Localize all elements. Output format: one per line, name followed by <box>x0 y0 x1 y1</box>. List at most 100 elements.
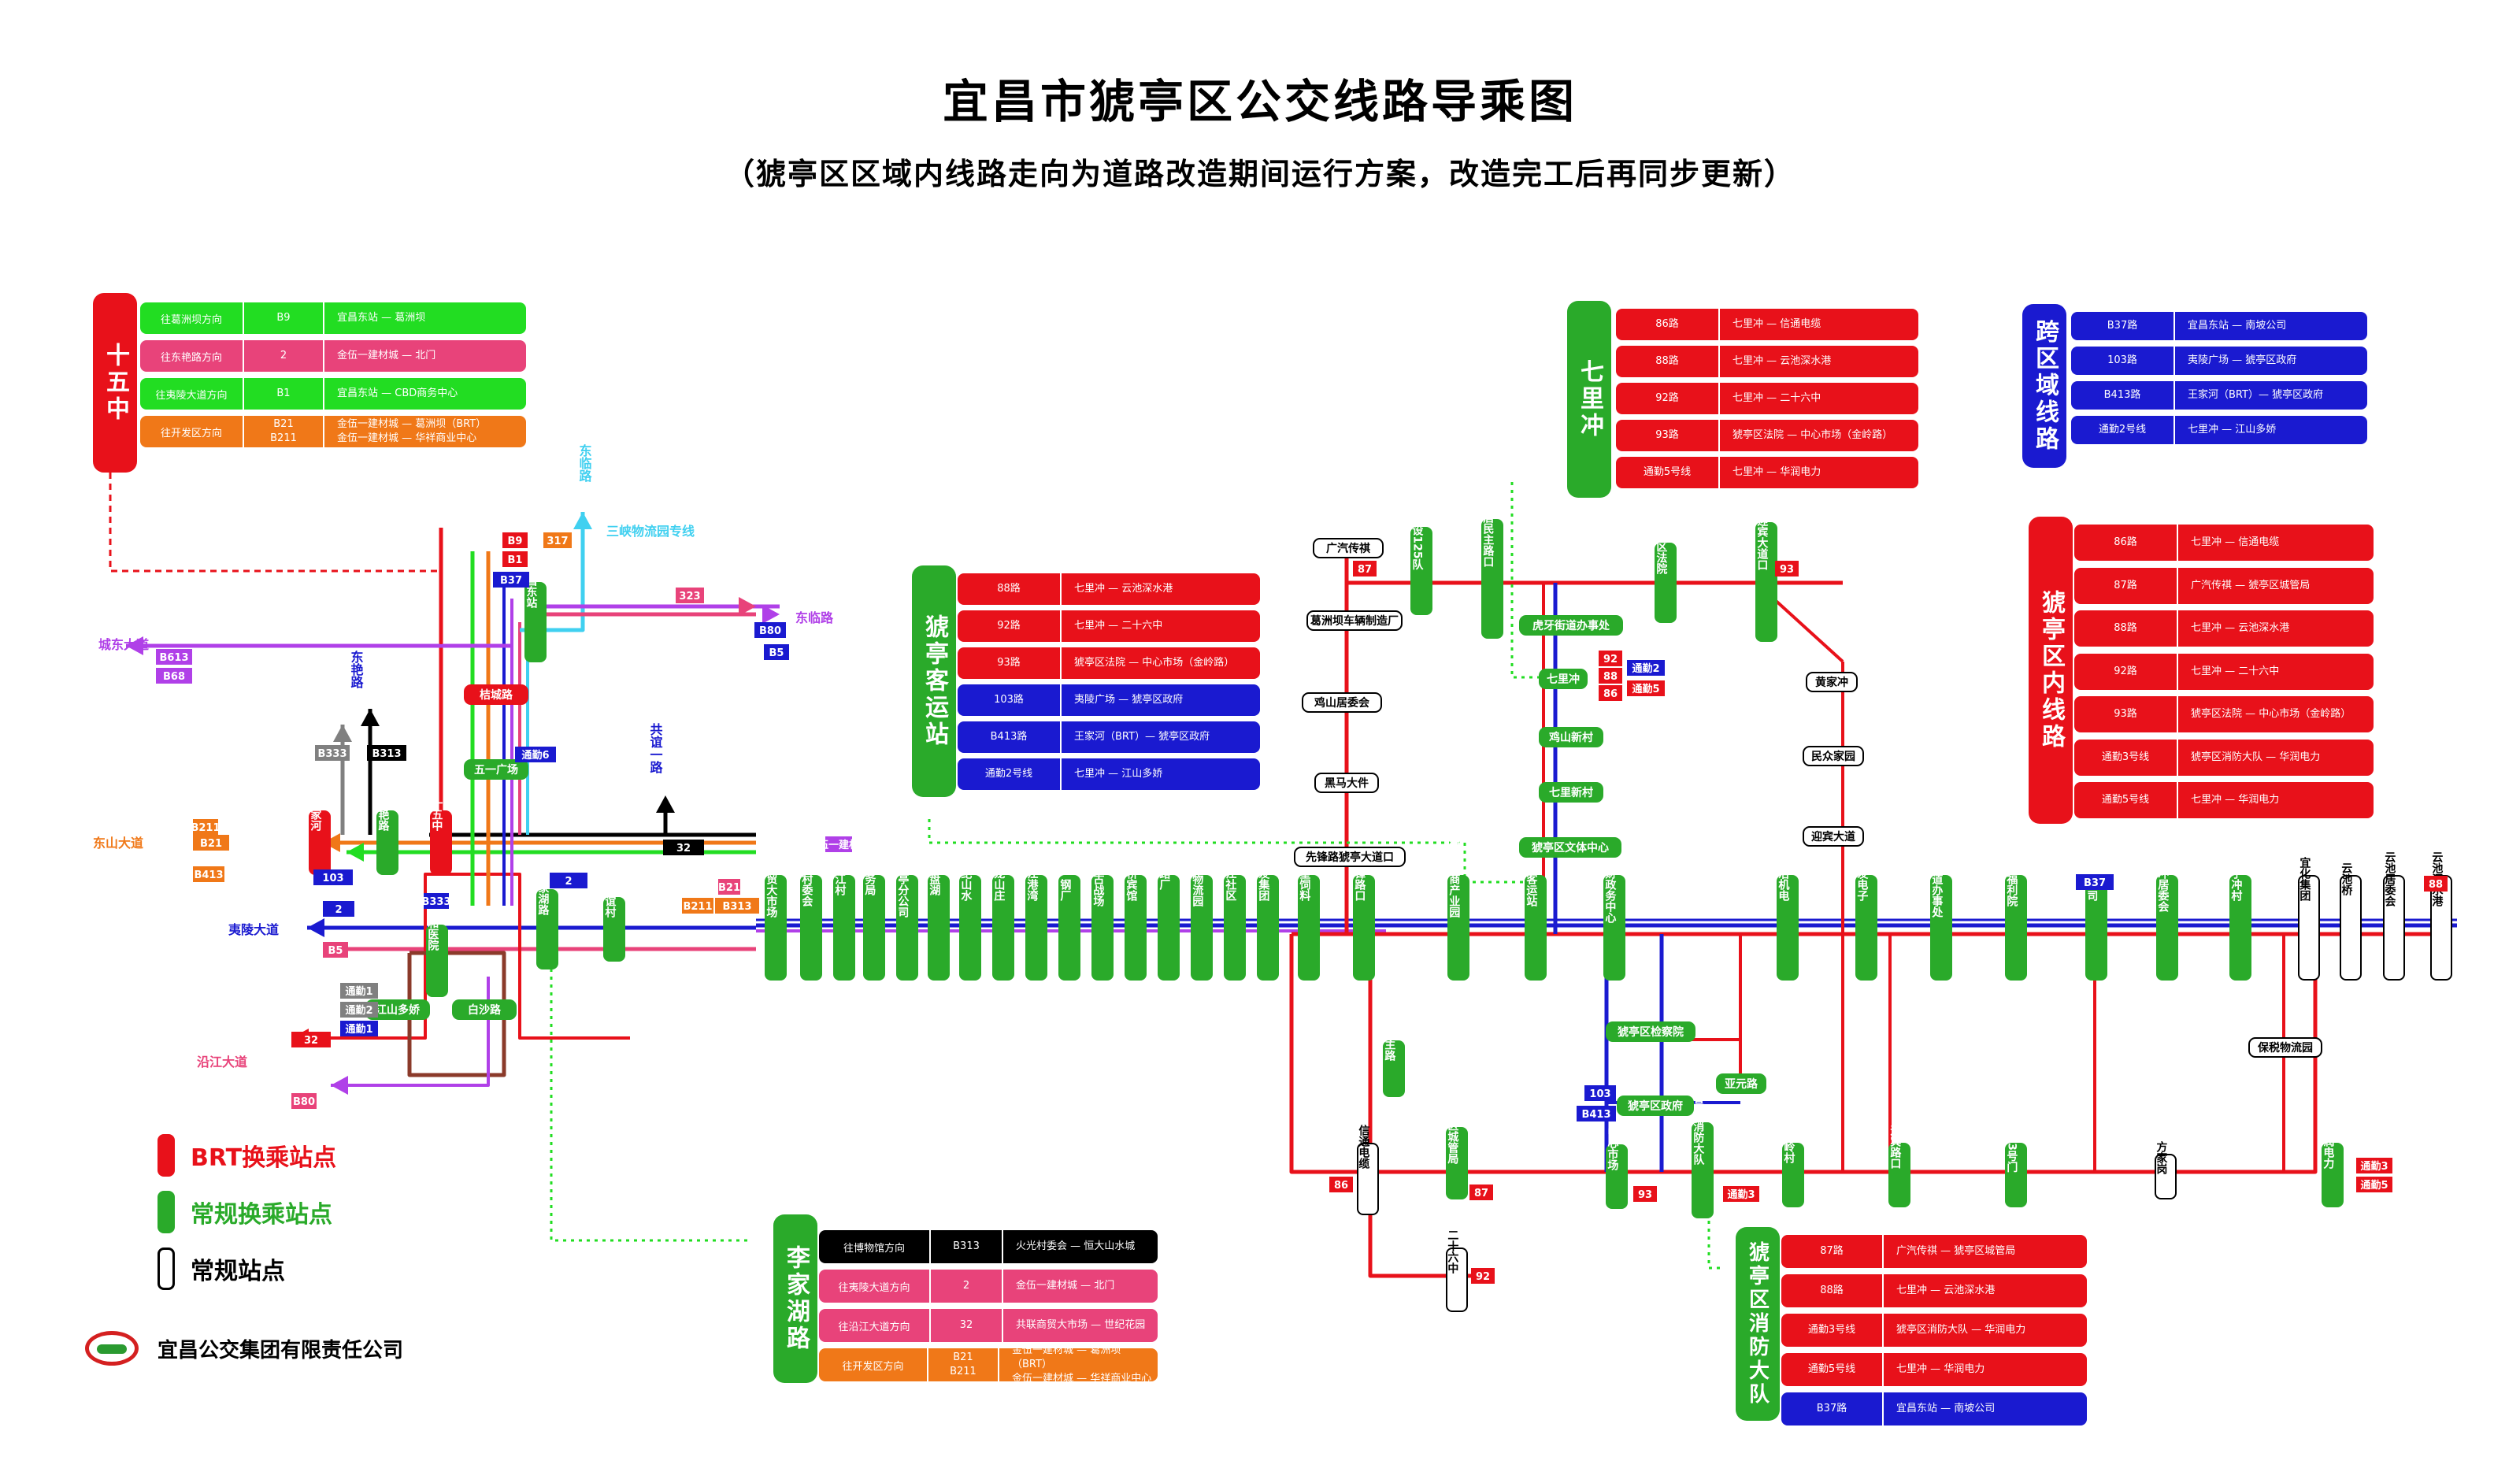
route-badge <box>1599 651 1622 666</box>
badge-label: B5 <box>769 647 784 659</box>
stop-marker <box>1806 672 1858 692</box>
stop-marker <box>1191 875 1213 981</box>
stop-label: 仁和医院 <box>426 906 439 951</box>
stop-label: 葛洲坝车辆制造厂 <box>1310 614 1399 628</box>
route-arrow <box>346 843 364 862</box>
stop-marker <box>1447 875 1469 981</box>
route-badge <box>367 745 406 761</box>
row-line: 88路 <box>1781 1274 1884 1307</box>
badge-label: B413 <box>1581 1109 1610 1121</box>
stop-label: 七里冲 <box>1547 673 1580 686</box>
route-badge <box>682 898 713 914</box>
panel-row: 93路猇亭区法院 — 中心市场（金岭路） <box>958 647 1260 679</box>
row-line: 87路 <box>1781 1235 1884 1268</box>
route-badge <box>1577 1106 1616 1121</box>
stop-marker <box>1803 746 1864 766</box>
company-name: 宜昌公交集团有限责任公司 <box>158 1338 404 1362</box>
stop-marker <box>464 759 528 780</box>
stop-label: 猇亭福利院 <box>2005 851 2018 907</box>
route-badge <box>1469 1185 1493 1200</box>
route-badge <box>156 668 192 684</box>
row-route: 七里冲 — 二十六中 <box>2191 665 2280 677</box>
stop-marker <box>524 582 547 662</box>
stop-label: 七里新村 <box>1549 786 1593 799</box>
badge-label: B613 <box>159 652 188 664</box>
row-route: 猇亭区法院 — 中心市场（金岭路） <box>1074 657 1235 669</box>
route-badge <box>1627 680 1665 696</box>
stop-label: 广汽传祺 <box>1326 542 1370 555</box>
road-label: 三峡物流园专线 <box>606 524 695 539</box>
stop-marker <box>2322 1143 2344 1207</box>
panel-row: 103路夷陵广场 — 猇亭区政府 <box>2071 347 2367 375</box>
stop-marker <box>1357 1143 1379 1215</box>
row-line: B313 <box>931 1230 1003 1263</box>
stop-label: 张家湾迎宾大道口 <box>1755 482 1768 570</box>
badge-label: 93 <box>1638 1189 1652 1201</box>
row-route: 宜昌东站 — 南坡公司 <box>1896 1403 1996 1414</box>
stop-label: 猇亭区政府 <box>1628 1099 1683 1113</box>
panel-title: 猇亭客运站 <box>912 565 956 797</box>
stop-label: 爱奔物流园 <box>1191 851 1204 907</box>
badge-label: B80 <box>293 1096 315 1108</box>
badge-label: 86 <box>1603 688 1618 700</box>
row-route: 夷陵广场 — 猇亭区政府 <box>2188 354 2297 366</box>
stop-label: 白沙路 <box>468 1003 502 1017</box>
badge-label: B80 <box>759 625 781 637</box>
row-direction: 往夷陵大道方向 <box>819 1270 931 1303</box>
route-badge <box>663 840 704 855</box>
stop-marker <box>2248 1037 2322 1058</box>
row-line: 88路 <box>2074 610 2178 647</box>
stop-marker <box>1655 543 1677 623</box>
stop-marker <box>1716 1073 1766 1094</box>
badge-label: B313 <box>372 748 401 760</box>
stop-label: 猇亭区消防大队 <box>1692 1087 1704 1166</box>
stop-label: 鸡山新村 <box>1548 731 1593 744</box>
row-route: 七里冲 — 云池深水港 <box>2191 622 2290 634</box>
stop-label: 猇亭区法院 <box>1655 518 1667 575</box>
route-arrow <box>361 709 380 726</box>
stop-marker <box>800 875 822 981</box>
route-badge <box>193 866 224 882</box>
route-badge <box>2356 1158 2392 1173</box>
stop-marker <box>2156 875 2178 981</box>
road-label: 东临路 <box>795 610 834 625</box>
panel-row: 通勤2号线七里冲 — 江山多娇 <box>2071 416 2367 444</box>
panel-title: 李家湖路 <box>773 1214 817 1383</box>
stop-label: 希望饲料 <box>1298 856 1311 902</box>
stop-marker <box>1302 692 1382 713</box>
stop-label: 五一广场 <box>474 763 518 777</box>
badge-label: 通勤3 <box>2360 1160 2388 1173</box>
road-label: 东艳路 <box>349 650 364 689</box>
route-stops: 共联商贸大市场共联村委会临江村港务局公交猇亭分公司龙盘湖世纪山水亚龙山庄春江港湾… <box>309 479 2452 1312</box>
stop-label: 中心市场 <box>1606 1125 1618 1171</box>
stop-marker <box>1158 875 1180 981</box>
route-badge <box>291 1093 317 1109</box>
row-line: B21 B211 <box>928 1348 999 1381</box>
row-route: 金伍一建材城 — 北门 <box>337 350 436 361</box>
row-line: B9 <box>244 302 324 334</box>
legend-label: 常规站点 <box>191 1258 285 1285</box>
stop-marker <box>1314 773 1379 793</box>
stop-marker <box>1519 615 1623 636</box>
stop-marker <box>959 875 981 981</box>
row-line: B21 B211 <box>244 416 324 447</box>
stop-label: 龙盘湖 <box>928 862 941 896</box>
row-route: 猇亭区法院 — 中心市场（金岭路） <box>2191 708 2351 720</box>
route-badge <box>1329 1177 1353 1192</box>
stop-marker <box>2005 875 2027 981</box>
stop-label: 桃子冲居委会 <box>2156 845 2170 913</box>
row-direction: 往沿江大道方向 <box>819 1309 931 1342</box>
map-title: 宜昌市猇亭区公交线路导乘图 <box>942 75 1577 128</box>
badge-label: 通勤6 <box>521 749 549 762</box>
stop-label: 保税物流园 <box>2257 1041 2313 1055</box>
stop-marker <box>1855 875 1877 981</box>
stop-marker <box>1617 1096 1694 1116</box>
panel-title: 十五中 <box>93 293 137 473</box>
row-route: 宜昌东站 — 葛洲坝 <box>337 312 426 324</box>
stop-marker <box>1803 826 1864 847</box>
panel-row: 通勤5号线七里冲 — 华润电力 <box>1616 457 1918 488</box>
row-line: 通勤2号线 <box>958 758 1062 790</box>
stop-marker <box>1606 1144 1628 1209</box>
